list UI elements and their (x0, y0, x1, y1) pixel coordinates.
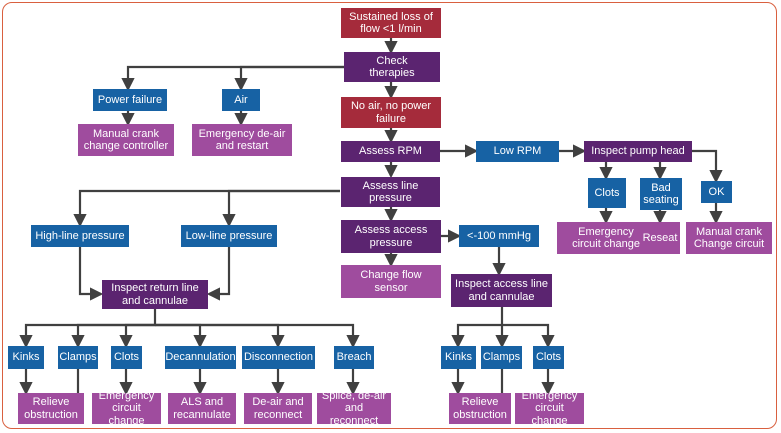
arrow-access-to-clots (502, 323, 555, 349)
access-kinks-node: Kinks (441, 346, 476, 369)
bad-seating-node: Bad seating (640, 178, 682, 210)
power-failure-node: Power failure (93, 89, 167, 111)
return-relieve-node: Relieve obstruction (18, 393, 84, 424)
assess-line-pressure-node: Assess line pressure (341, 177, 440, 207)
return-clots-node: Clots (111, 346, 142, 369)
arrow-return-to-clots (119, 323, 155, 349)
check-therapies-node: Check therapies (344, 52, 440, 82)
arrow-return-to-disconnection (155, 323, 285, 349)
access-clots-node: Clots (533, 346, 564, 369)
inspect-return-line-node: Inspect return line and cannulae (102, 280, 208, 309)
breach-node: Breach (334, 346, 374, 369)
low-rpm-node: Low RPM (476, 141, 559, 162)
return-clamps-node: Clamps (58, 346, 98, 369)
arrow-return-to-breach (155, 323, 360, 349)
return-kinks-node: Kinks (8, 346, 44, 369)
arrow-check-to-air (234, 65, 344, 92)
ok-node: OK (701, 181, 732, 203)
emergency-deair-restart-node: Emergency de-air and restart (192, 124, 292, 156)
access-relieve-node: Relieve obstruction (449, 393, 511, 424)
arrow-return-to-kinks (19, 309, 157, 349)
assess-rpm-node: Assess RPM (341, 141, 440, 162)
arrow-return-to-clamps (71, 323, 155, 349)
reseat-node: Reseat (640, 222, 680, 254)
low-line-pressure-node: Low-line pressure (181, 225, 277, 247)
disconnection-node: Disconnection (242, 346, 315, 369)
arrow-return-to-decannulation (155, 323, 207, 349)
assess-access-pressure-node: Assess access pressure (341, 220, 441, 253)
arrow-check-to-power (121, 65, 344, 92)
inspect-pump-head-node: Inspect pump head (584, 141, 692, 162)
no-air-no-power-node: No air, no power failure (341, 97, 441, 128)
decannulation-node: Decannulation (165, 346, 236, 369)
access-clamps-node: Clamps (481, 346, 522, 369)
arrow-low-to-inspect (206, 247, 231, 301)
below-minus-100-node: <-100 mmHg (459, 225, 539, 247)
arrow-pumphead-to-ok (692, 149, 723, 184)
change-flow-sensor-node: Change flow sensor (341, 265, 441, 298)
access-emergency-change-node: Emergency circuit change (515, 390, 584, 427)
sustained-loss-node: Sustained loss of flow <1 l/min (341, 8, 441, 38)
air-node: Air (222, 89, 260, 111)
deair-reconnect-node: De-air and reconnect (244, 393, 312, 424)
inspect-access-line-node: Inspect access line and cannulae (451, 274, 552, 307)
pump-clots-node: Clots (588, 178, 626, 208)
arrow-high-to-inspect (78, 247, 104, 301)
manual-crank-controller-node: Manual crank change controller (78, 124, 174, 156)
als-recannulate-node: ALS and recannulate (168, 393, 236, 424)
diagram-frame (2, 2, 777, 429)
pump-emergency-change-node: Emergency circuit change (557, 222, 655, 254)
arrow-access-to-kinks (451, 307, 504, 349)
splice-deair-reconnect-node: Splice, de-air and reconnect (317, 390, 391, 427)
manual-crank-change-circuit-node: Manual crank Change circuit (686, 222, 772, 254)
arrow-lineassess-to-low (222, 189, 340, 228)
return-emergency-change-node: Emergency circuit change (92, 390, 161, 427)
high-line-pressure-node: High-line pressure (31, 225, 129, 247)
arrow-lineassess-to-high (73, 189, 340, 228)
